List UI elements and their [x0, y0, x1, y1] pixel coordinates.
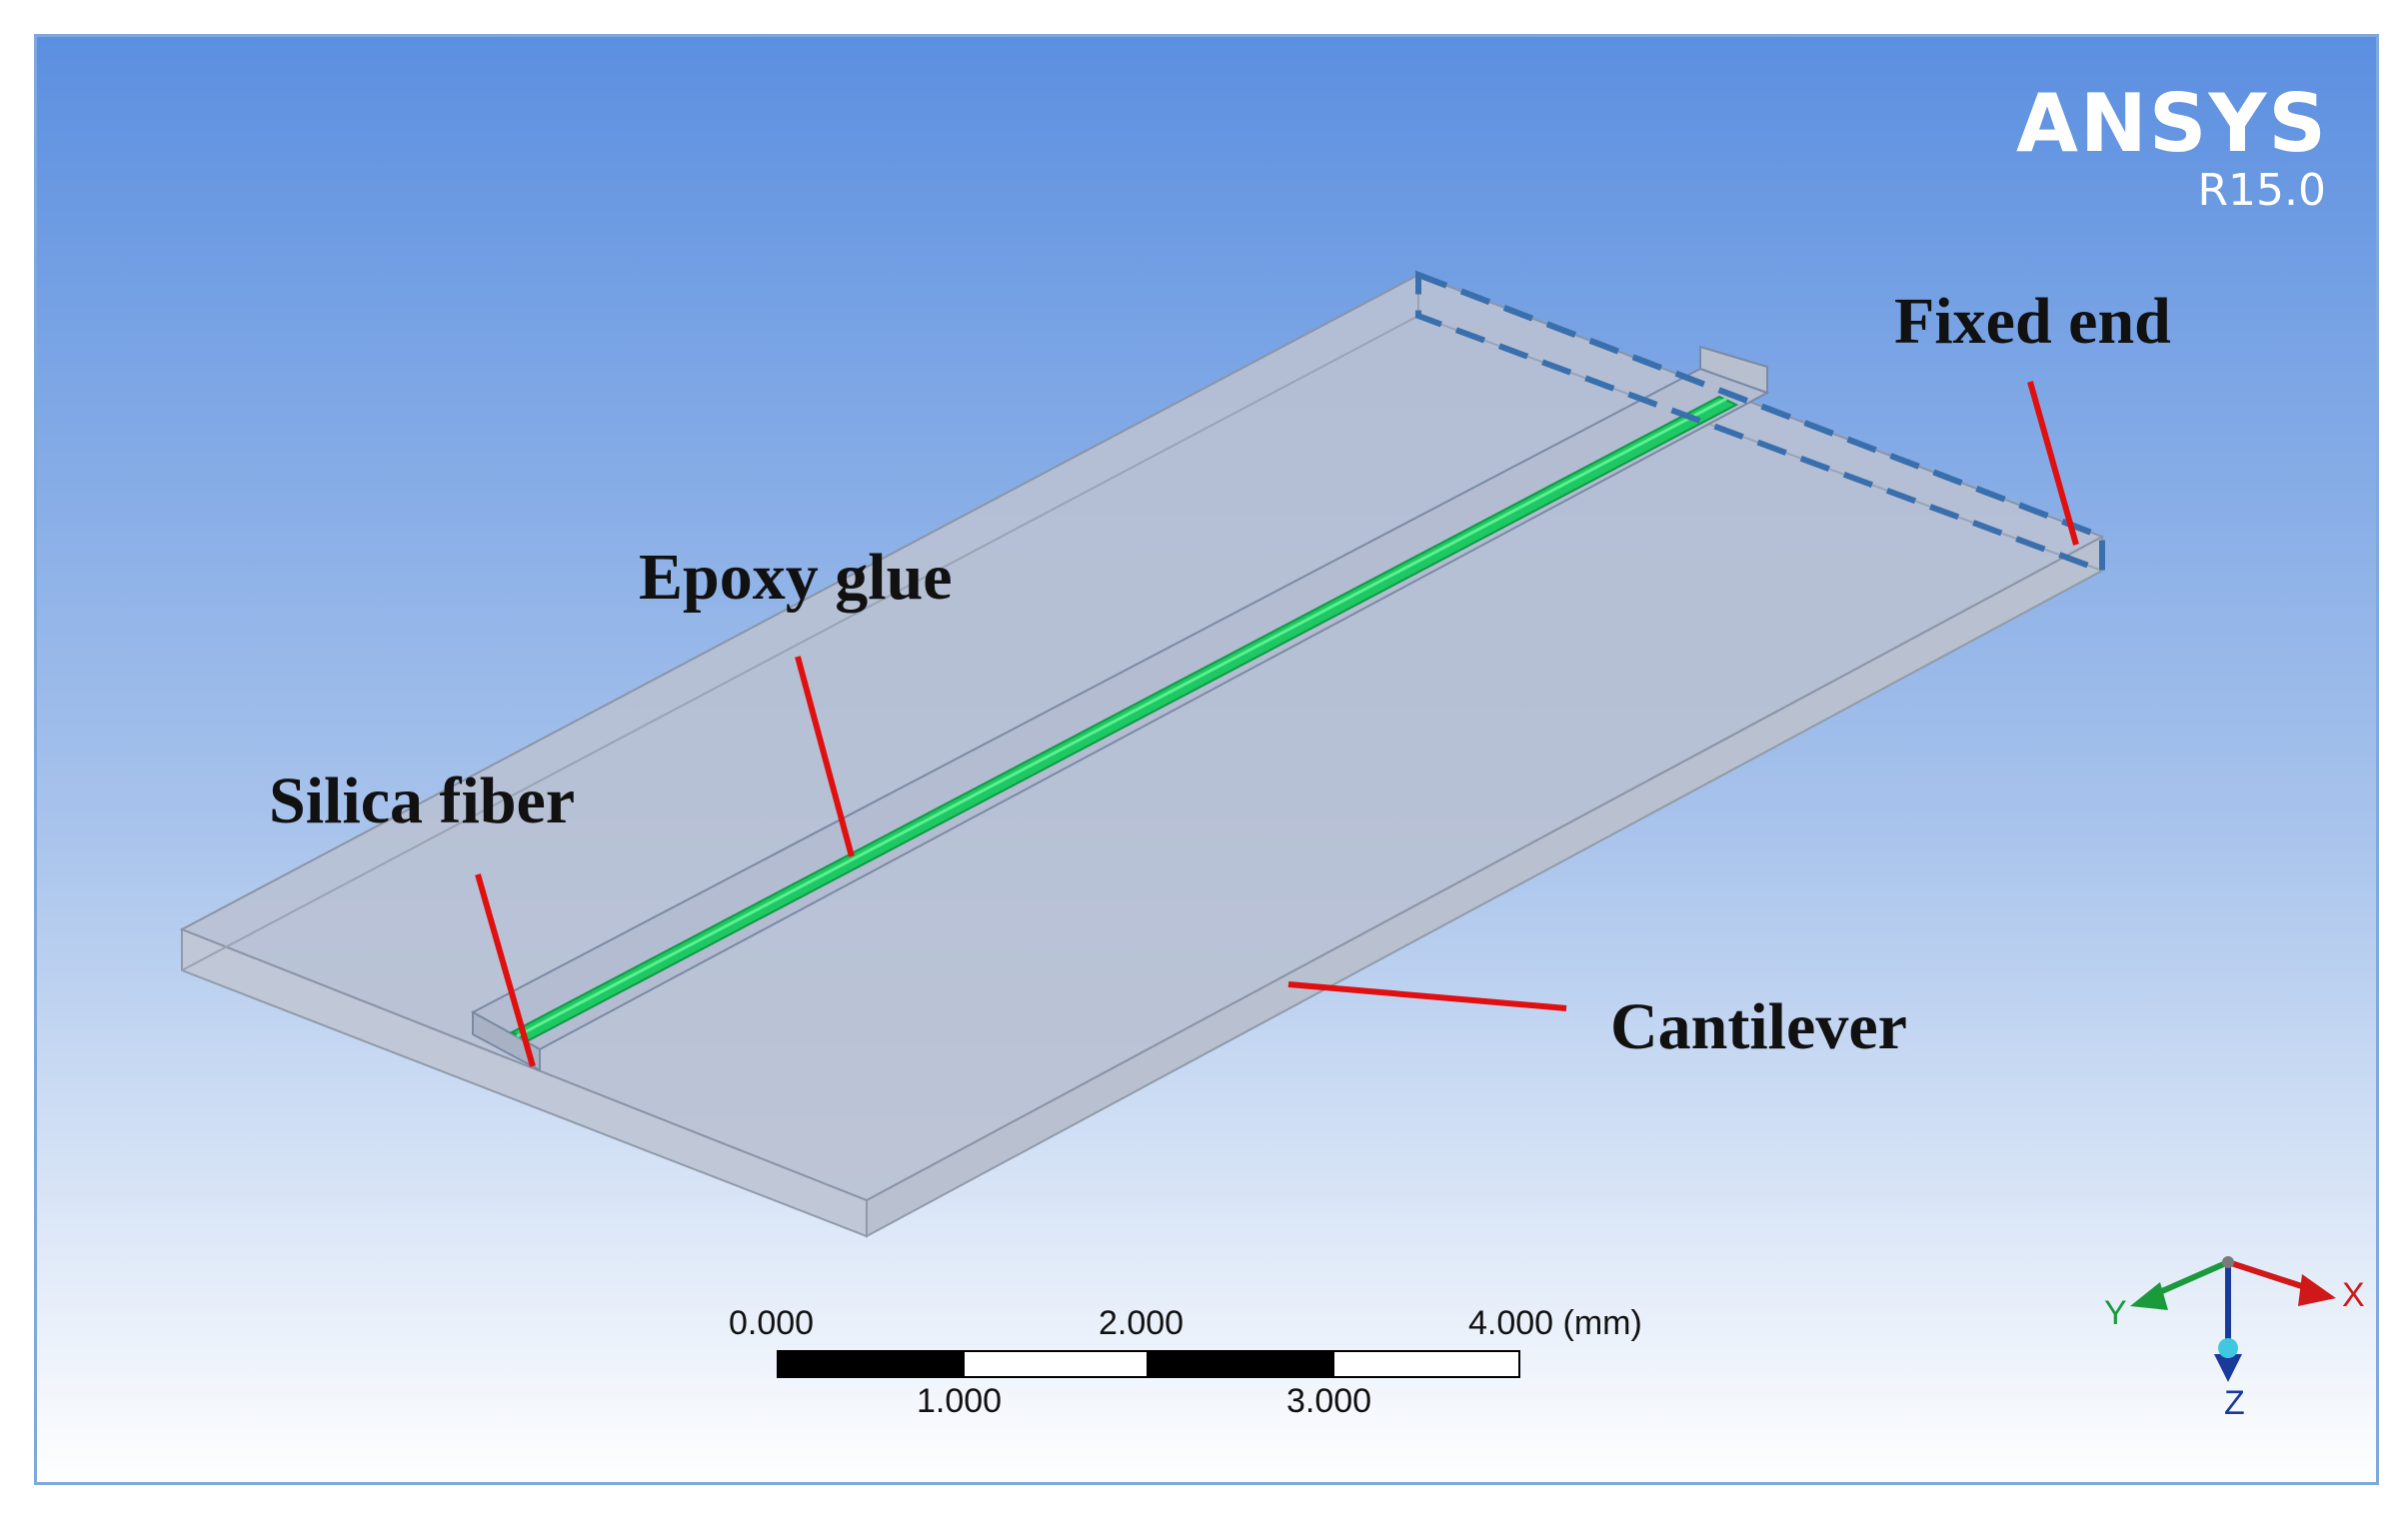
scale-bar-segment [963, 1350, 1149, 1378]
label-cantilever: Cantilever [1610, 990, 1907, 1063]
axis-y-arrow-icon [2130, 1282, 2168, 1310]
epoxy-glue-leader [795, 656, 855, 857]
scale-bar-segment [777, 1350, 965, 1378]
ansys-version: R15.0 [2197, 165, 2326, 216]
fixed-end-boundary[interactable] [1415, 270, 2105, 576]
axis-triad[interactable] [2130, 1256, 2336, 1382]
model-viewport[interactable]: ANSYS R15.0 Fixed end Epoxy glue Silica … [34, 34, 2379, 1485]
axis-origin-icon [2222, 1256, 2234, 1268]
axis-z-label: Z [2224, 1384, 2245, 1422]
axis-y-label: Y [2104, 1294, 2127, 1332]
axis-x-label: X [2342, 1276, 2365, 1314]
cantilever-inner-edge [181, 315, 1419, 971]
scale-tick-label: 3.000 [1286, 1382, 1372, 1420]
silica-fiber-leader [475, 873, 536, 1067]
scale-bar-segment [1332, 1350, 1520, 1378]
cantilever-leader [1287, 981, 1567, 1011]
axis-z-marker-icon [2218, 1338, 2238, 1358]
scale-tick-label: 0.000 [729, 1304, 815, 1342]
fixed-end-dashed-edge [1416, 272, 2104, 540]
epoxy-glue-end-block [1699, 345, 1768, 395]
axis-x-arrow-icon [2298, 1274, 2336, 1306]
scale-tick-label: 2.000 [1099, 1304, 1185, 1342]
label-silica-fiber: Silica fiber [269, 764, 576, 837]
label-fixed-end: Fixed end [1894, 285, 2171, 358]
silica-fiber-highlight [516, 397, 1727, 1038]
ansys-logo: ANSYS [2015, 77, 2328, 170]
axis-z-arrow-icon [2214, 1354, 2242, 1382]
label-epoxy-glue: Epoxy glue [639, 541, 953, 614]
scale-bar-segment [1147, 1350, 1334, 1378]
model-scene[interactable] [37, 37, 2379, 1485]
fixed-end-leader [2027, 381, 2079, 546]
scale-tick-label: 4.000 (mm) [1468, 1304, 1642, 1342]
scale-tick-label: 1.000 [917, 1382, 1003, 1420]
scale-bar [777, 1350, 1520, 1378]
